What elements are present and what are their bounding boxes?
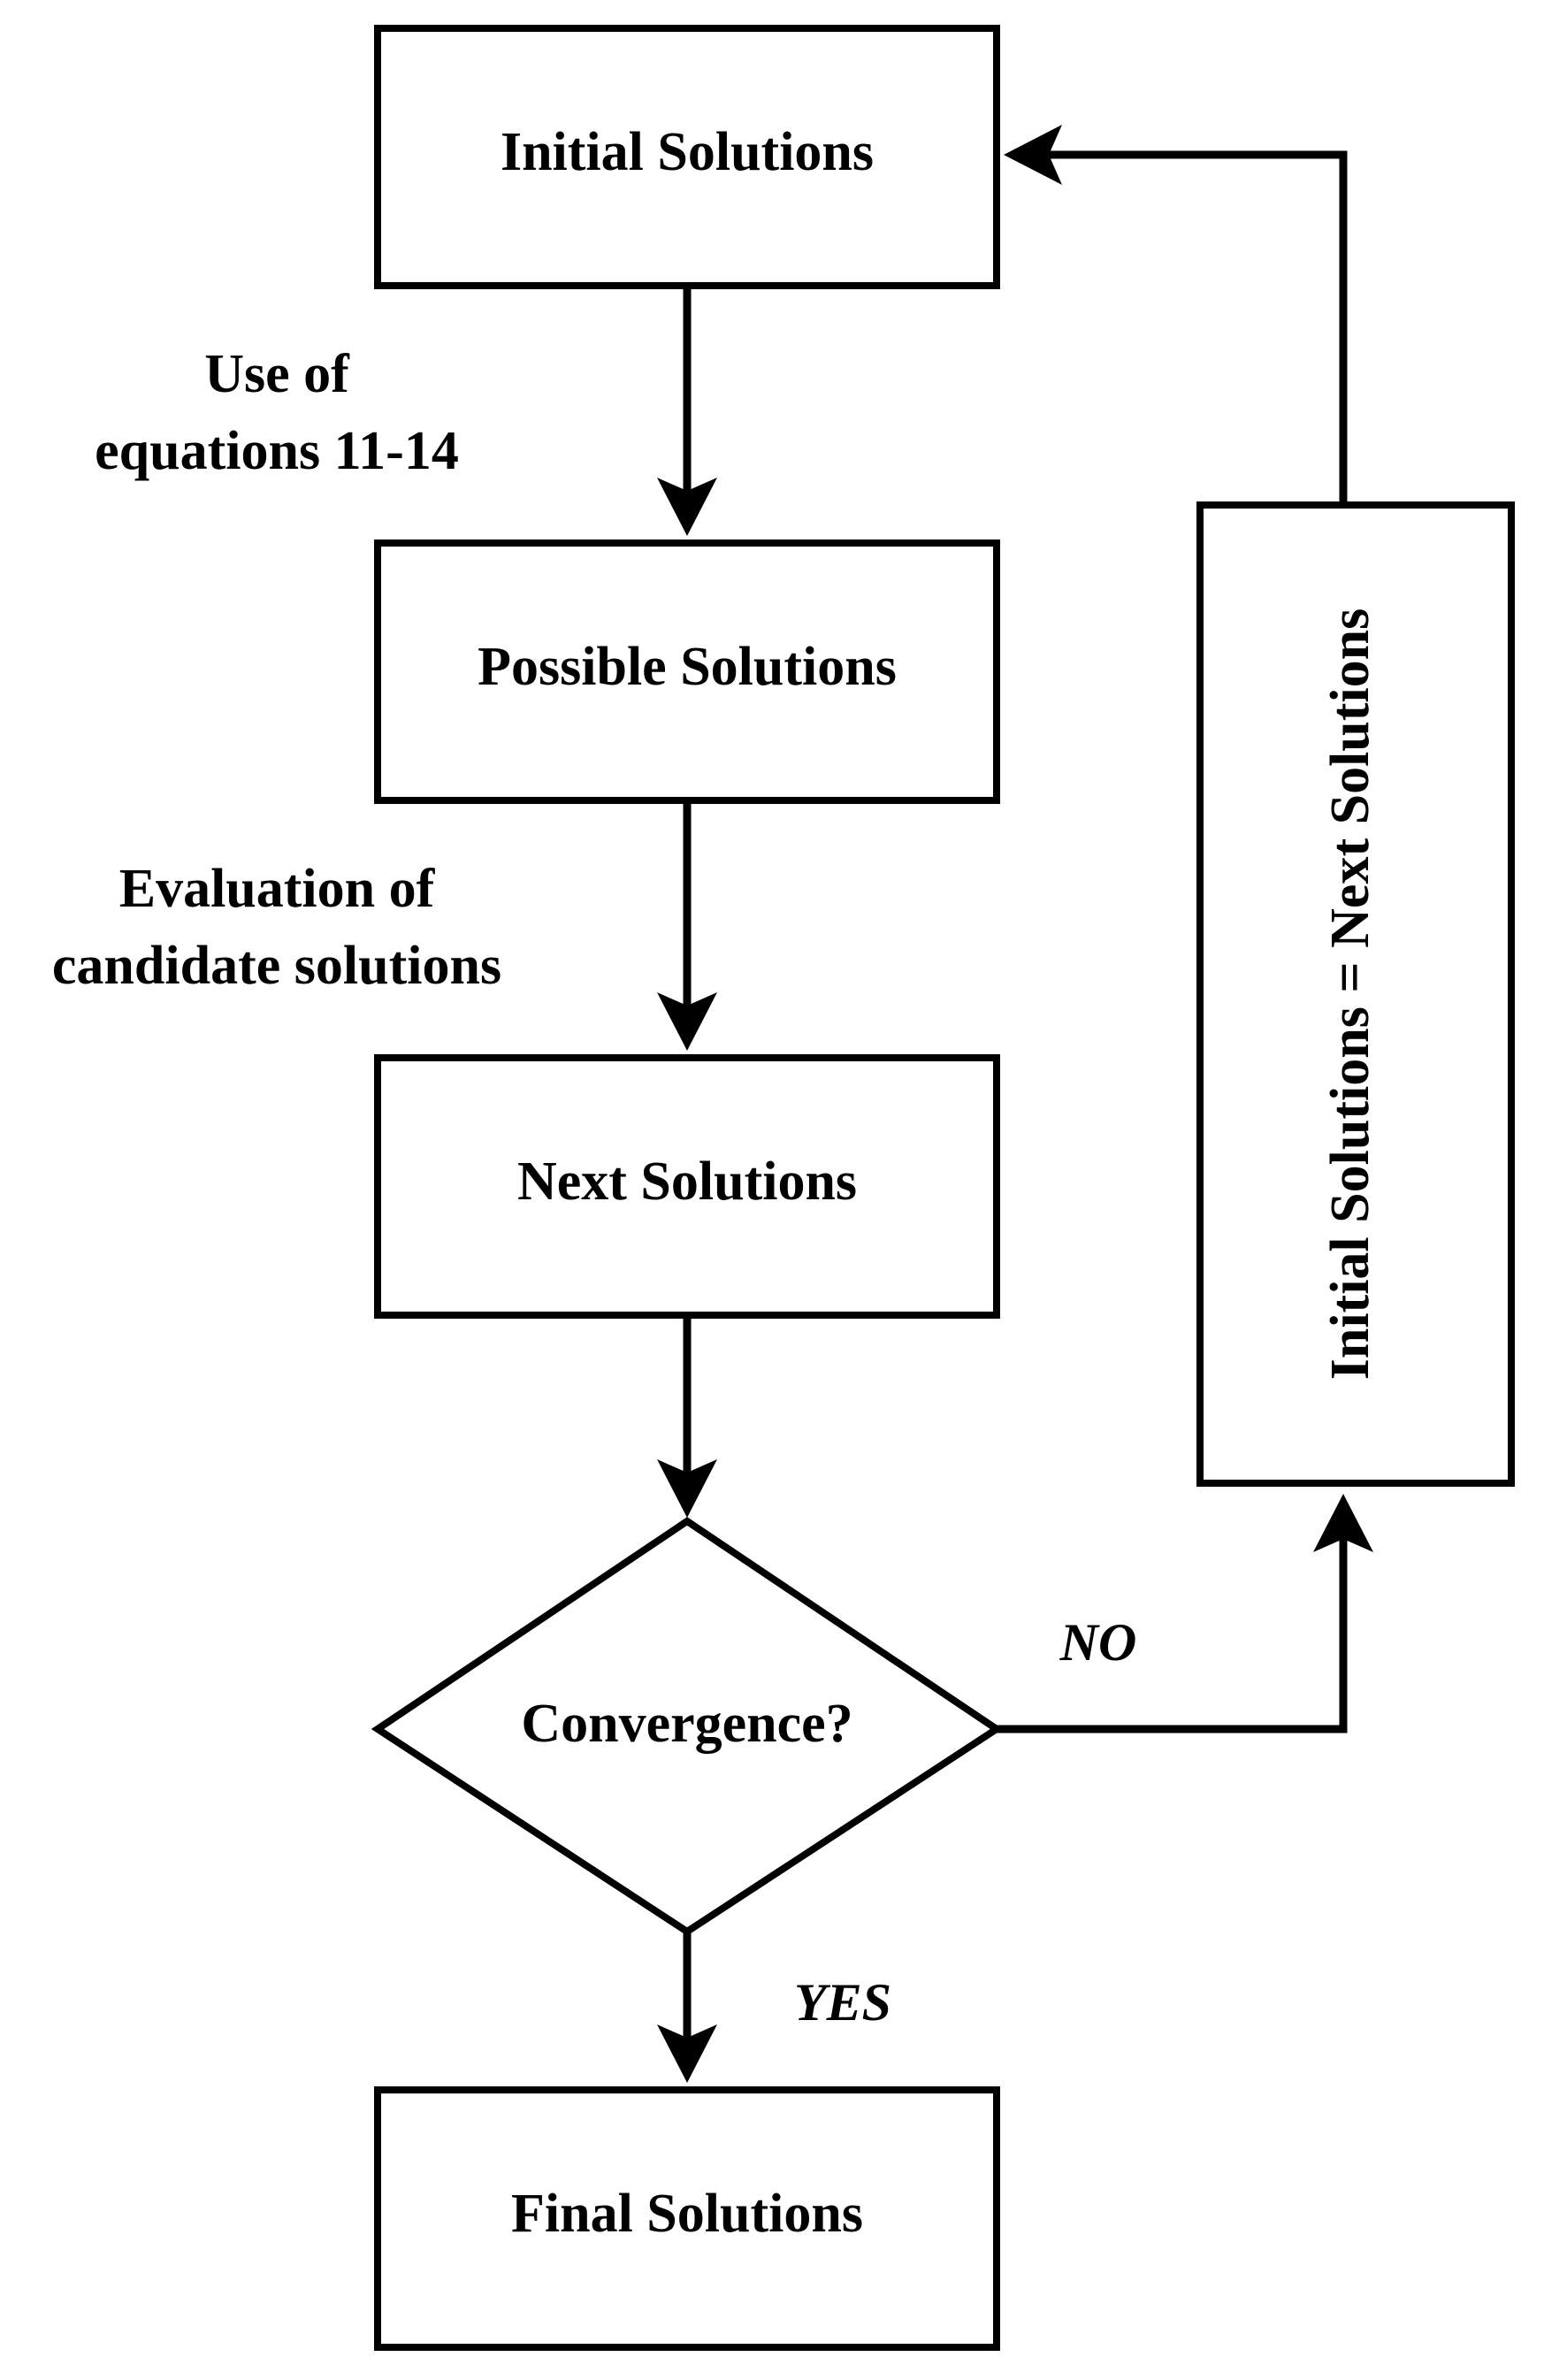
node-initial-solutions: Initial Solutions <box>374 25 1000 289</box>
edge-label-use-of-equations: Use of equations 11-14 <box>95 344 459 481</box>
edge-label-line-2: equations 11-14 <box>95 421 459 481</box>
node-convergence-label: Convergence? <box>521 1694 852 1754</box>
node-final-solutions-label: Final Solutions <box>511 2184 863 2244</box>
arrowhead-up <box>1313 1494 1373 1552</box>
edge-possible-to-next <box>657 800 717 1051</box>
arrowhead-down <box>657 992 717 1051</box>
node-next-solutions: Next Solutions <box>374 1054 1000 1319</box>
edge-initial-to-possible <box>657 286 717 536</box>
node-next-solutions-label: Next Solutions <box>517 1152 857 1212</box>
arrowhead-down <box>657 1459 717 1518</box>
node-possible-solutions-label: Possible Solutions <box>478 637 897 697</box>
arrowhead-left <box>1004 125 1062 185</box>
edge-label-line-1: Evaluation of <box>119 859 436 919</box>
edge-label-evaluation: Evaluation of candidate solutions <box>52 859 501 996</box>
node-initial-solutions-label: Initial Solutions <box>501 122 874 182</box>
node-possible-solutions: Possible Solutions <box>374 540 1000 804</box>
edge-update-to-initial <box>1004 125 1348 505</box>
edge-convergence-no: NO <box>997 1494 1373 1733</box>
arrowhead-down <box>657 2024 717 2083</box>
node-update-solutions-label: Initial Solutions = Next Solutions <box>1320 608 1380 1381</box>
branch-label-no: NO <box>1059 1613 1137 1672</box>
edge-label-line-2: candidate solutions <box>52 936 501 996</box>
node-update-solutions: Initial Solutions = Next Solutions <box>1196 501 1515 1487</box>
arrowhead-down <box>657 478 717 536</box>
branch-label-yes: YES <box>794 1973 891 2032</box>
edge-next-to-convergence <box>657 1315 717 1518</box>
edge-label-line-1: Use of <box>204 344 350 404</box>
node-convergence-decision: Convergence? <box>371 1517 1004 1936</box>
edge-convergence-yes: YES <box>657 1932 891 2083</box>
node-final-solutions: Final Solutions <box>374 2086 1000 2351</box>
